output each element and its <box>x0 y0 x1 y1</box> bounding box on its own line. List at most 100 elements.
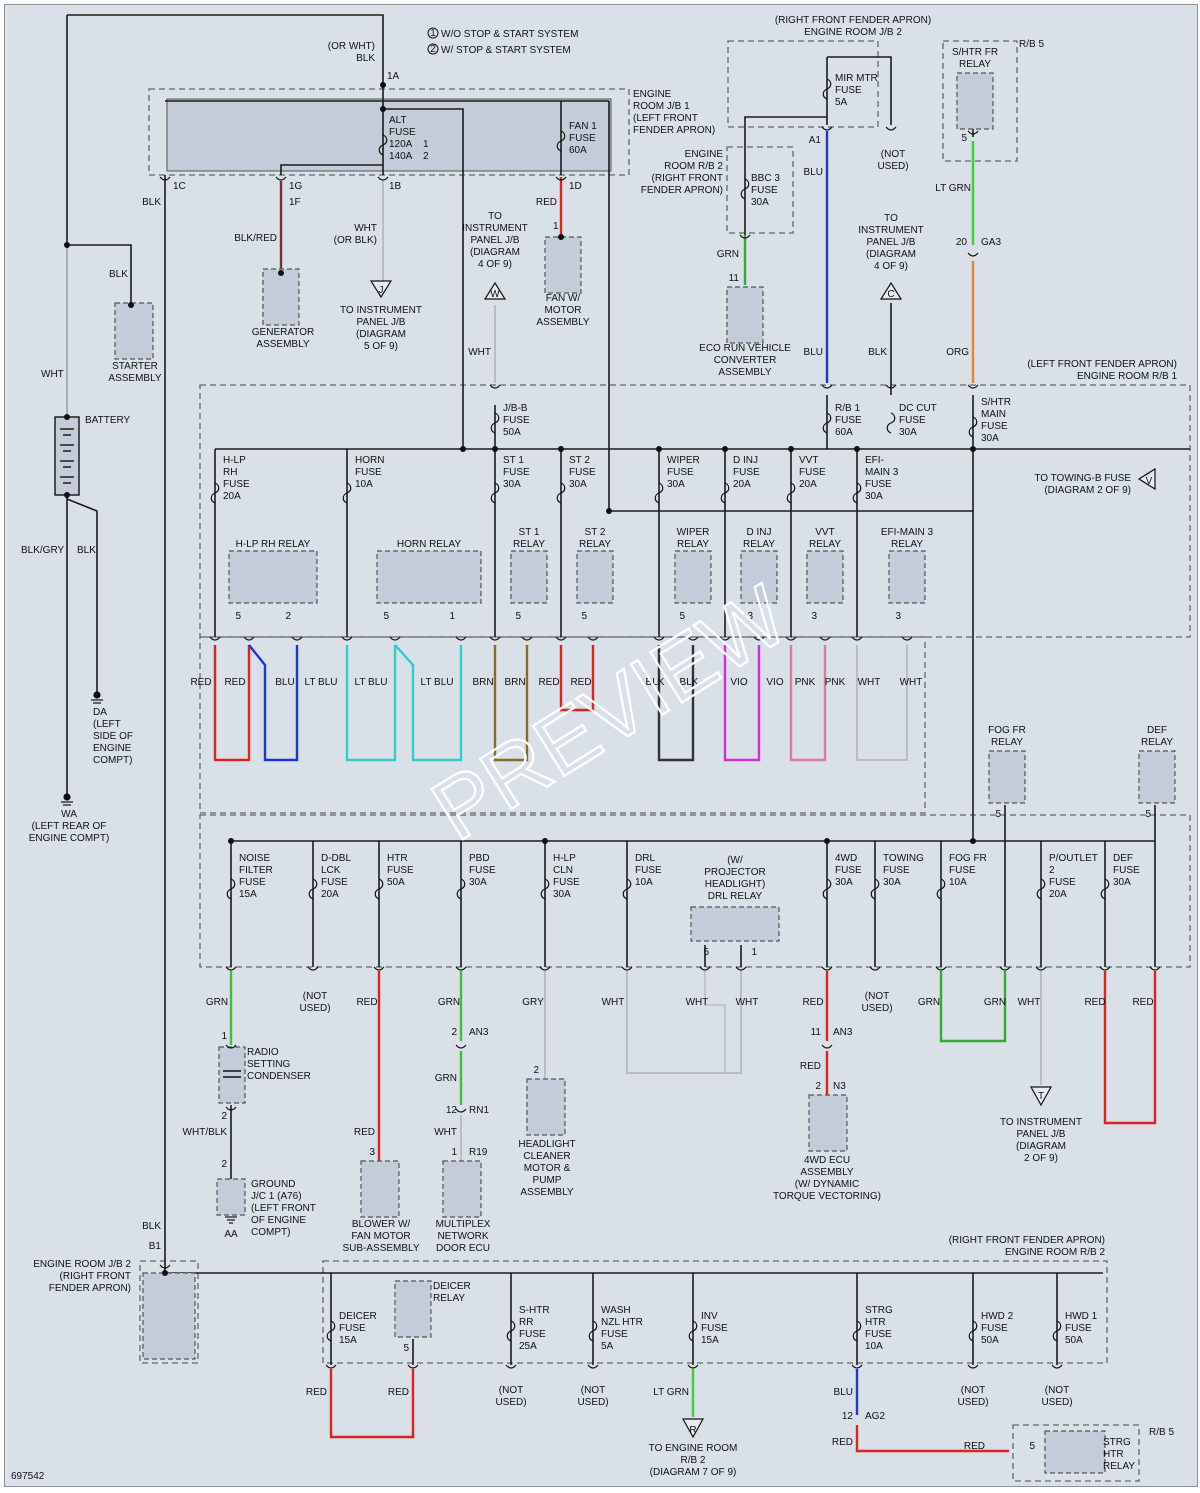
label-mid-wht_blk: WHT/BLK <box>183 1127 228 1138</box>
label-top_left-pin_1d: 1D <box>569 181 582 192</box>
label-mid-drl_relay-3: DRL RELAY <box>708 891 763 902</box>
fuse-symbol <box>556 482 566 504</box>
label-top_right-to_ipjb_c-4: 4 OF 9) <box>874 261 908 272</box>
label-boxes-rb1-0: (LEFT FRONT FENDER APRON) <box>1027 359 1177 370</box>
junction-dot <box>542 838 548 844</box>
label-rb1-wire_labels-3: LT BLU <box>305 677 338 688</box>
connector-symbol <box>967 1364 979 1369</box>
label-mid-wire_labels-0: GRN <box>206 997 228 1008</box>
label-mid-drl_relay-1: PROJECTOR <box>704 867 766 878</box>
label-rb1-shtr_main-0: S/HTR <box>981 397 1011 408</box>
label-top_left-starter-1: ASSEMBLY <box>108 373 161 384</box>
connector-symbol <box>819 636 831 641</box>
label-top_right-to_ipjb_c-0: TO <box>884 213 898 224</box>
junction-dot <box>606 508 612 514</box>
triangle-markers <box>369 280 1156 1439</box>
label-rb1-shtr_main-3: 30A <box>981 433 999 444</box>
connector-symbol <box>967 384 979 389</box>
label-mid-fuses-1-1: LCK <box>321 865 341 876</box>
label-mid-blower-2: SUB-ASSEMBLY <box>342 1243 419 1254</box>
label-bottom-red3: RED <box>832 1437 853 1448</box>
rb1-lower-box <box>199 636 926 814</box>
label-rb1-wire_labels-1: RED <box>224 677 245 688</box>
connector-symbol <box>699 966 711 971</box>
label-top_right-shtr_fr_relay-1: RELAY <box>959 59 991 70</box>
label-top_right-mir_mtr-2: 5A <box>835 97 848 108</box>
fuse-symbol <box>654 482 664 504</box>
label-top_left-or_wht: (OR WHT) <box>328 41 375 52</box>
label-rb1-wire_labels-15: PNK <box>825 677 846 688</box>
rb5-top-box <box>942 40 1018 162</box>
label-top_right-mir_mtr-0: MIR MTR <box>835 73 878 84</box>
connector-symbol <box>555 636 567 641</box>
label-top_left-blk2: BLK <box>77 545 96 556</box>
label-mid-drl_pin5: 5 <box>703 947 709 958</box>
label-top_left-to_ipjb_w-1: INSTRUMENT <box>462 223 528 234</box>
label-mid-wire_labels-10: WHT <box>1018 997 1041 1008</box>
connector-symbol <box>967 252 979 257</box>
label-bottom-shtr_rr-1: RR <box>519 1317 533 1328</box>
label-rb1-dc_cut-2: 30A <box>899 427 917 438</box>
label-mid-an3b: AN3 <box>833 1027 853 1038</box>
label-rb1-fuses-2-1: FUSE <box>503 467 530 478</box>
label-bottom-b1: B1 <box>149 1241 162 1252</box>
label-top_right-bbc3-2: 30A <box>751 197 769 208</box>
label-mid-fuses-1-3: 20A <box>321 889 339 900</box>
label-bottom-strg-0: STRG <box>865 1305 893 1316</box>
label-bottom-hwd1-1: FUSE <box>1065 1323 1092 1334</box>
label-mid-fuses-8-1: FUSE <box>949 865 976 876</box>
connector-symbol <box>225 1106 237 1111</box>
label-mid-fuses-4-2: FUSE <box>553 877 580 888</box>
label-mid-wire_labels-4: WHT <box>602 997 625 1008</box>
label-mid-fuses-3-1: FUSE <box>469 865 496 876</box>
connector-symbol <box>505 1364 517 1369</box>
label-mid-blower-1: FAN MOTOR <box>351 1231 410 1242</box>
label-bottom-strg_relay_pin: 5 <box>1029 1441 1035 1452</box>
label-top_right-eco_run-1: CONVERTER <box>714 355 777 366</box>
label-rb1-wire_labels-8: RED <box>538 677 559 688</box>
label-rb1-wire_labels-2: BLU <box>275 677 294 688</box>
label-mid-pin5a: 5 <box>995 809 1001 820</box>
label-mid-drl_relay-0: (W/ <box>727 855 743 866</box>
label-rb1-tri_v: V <box>1146 476 1153 487</box>
label-rb1-fuses-1-0: HORN <box>355 455 384 466</box>
junction-dot <box>380 106 386 112</box>
eco-run-box <box>726 286 764 344</box>
fuse-symbol <box>378 134 388 156</box>
junction-dot <box>460 446 466 452</box>
label-bottom-wash-2: FUSE <box>601 1329 628 1340</box>
label-bottom-blu: BLU <box>834 1387 853 1398</box>
label-rb1-relay_pins-6: 5 <box>679 611 685 622</box>
label-bottom-hwd1-2: 50A <box>1065 1335 1083 1346</box>
label-mid-fuses-7-0: TOWING <box>883 853 924 864</box>
label-boxes-rb5_top: R/B 5 <box>1019 39 1044 50</box>
label-top_left-fan_pin: 1 <box>553 221 559 232</box>
label-mid-fuses-5-1: FUSE <box>635 865 662 876</box>
label-bottom-ag2_pin: 12 <box>842 1411 854 1422</box>
connector-symbol <box>159 176 171 181</box>
fuse-symbol <box>886 412 896 434</box>
label-mid-fuses-4-0: H-LP <box>553 853 576 864</box>
label-mid-radio-2: CONDENSER <box>247 1071 311 1082</box>
label-bottom-hwd2-2: 50A <box>981 1335 999 1346</box>
label-rb1-dc_cut-1: FUSE <box>899 415 926 426</box>
label-rb1-relay_pins-3: 1 <box>449 611 455 622</box>
legend-marker <box>427 27 439 39</box>
fan-motor-box <box>544 236 582 294</box>
label-rb1-fuses-4-0: WIPER <box>667 455 700 466</box>
label-rb1-fuses-0-1: RH <box>223 467 237 478</box>
label-top_left-to_ipjb_w-4: 4 OF 9) <box>478 259 512 270</box>
label-legend-mark2: 2 <box>430 44 436 55</box>
label-top_left-fan1_fuse-1: FUSE <box>569 133 596 144</box>
label-top_left-fan1_fuse-0: FAN 1 <box>569 121 597 132</box>
junction-dot <box>380 82 386 88</box>
label-mid-not_used_2-0: (NOT <box>865 991 889 1002</box>
fuse-symbol <box>540 878 550 900</box>
label-top_left-generator-1: ASSEMBLY <box>256 339 309 350</box>
label-top_left-to_ipjb_w-3: (DIAGRAM <box>470 247 520 258</box>
label-mid-fog_fr_relay-1: RELAY <box>991 737 1023 748</box>
fuse-symbol <box>1100 878 1110 900</box>
fuse-symbol <box>1052 1320 1062 1342</box>
label-top_left-pin_1c: 1C <box>173 181 186 192</box>
label-top_right-bbc3-0: BBC 3 <box>751 173 780 184</box>
